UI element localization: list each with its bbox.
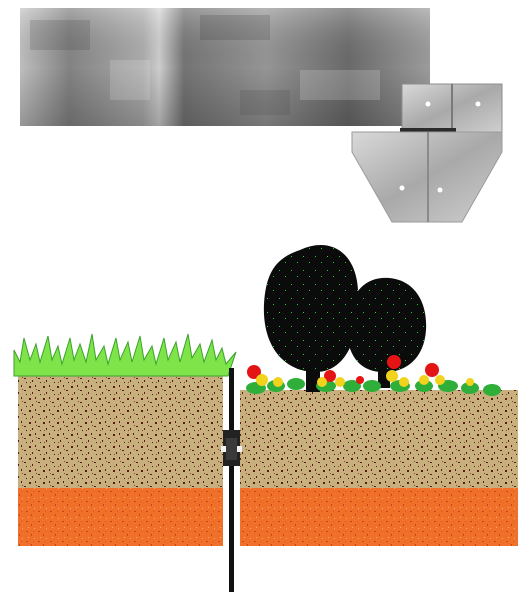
soil-block-left (18, 372, 223, 546)
product-photo (20, 8, 502, 222)
tree-small (347, 278, 426, 388)
grass (14, 334, 236, 376)
edging-blade (221, 368, 242, 592)
tree-large (264, 245, 359, 392)
soil-block-right (240, 390, 518, 546)
installation-cross-section (14, 245, 518, 592)
